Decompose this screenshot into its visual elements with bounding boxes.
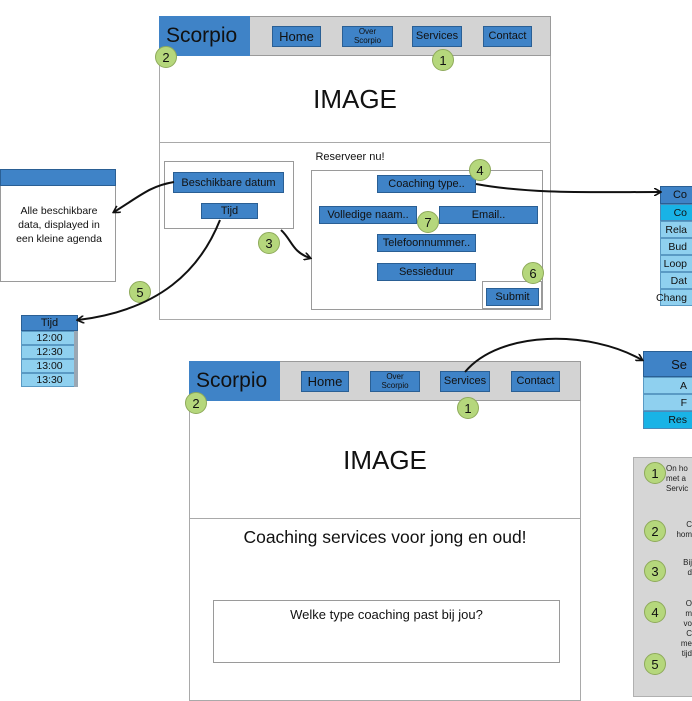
full-name-input[interactable]: Volledige naam.. (319, 206, 417, 224)
note-marker-3: 3 (644, 560, 666, 582)
marker-6: 6 (522, 262, 544, 284)
marker-3: 3 (258, 232, 280, 254)
nav-over-line1: Over (386, 372, 404, 382)
coaching-option[interactable]: Loop (660, 255, 692, 272)
wireframe-2-image-placeholder: IMAGE (190, 402, 580, 519)
time-option[interactable]: 12:30 (21, 345, 78, 359)
note-line: met a (666, 474, 687, 483)
time-list-header: Tijd (21, 315, 78, 331)
nav-over-line2: Scorpio (353, 35, 382, 45)
note-line: m (685, 609, 692, 618)
time-option[interactable]: 13:30 (21, 373, 78, 387)
services-option[interactable]: Res (643, 411, 692, 429)
coaching-question-box (213, 600, 560, 663)
arrow-time-to-list (78, 219, 221, 320)
marker-7: 7 (417, 211, 439, 233)
wireframe-2-nav-contact[interactable]: Contact (511, 371, 560, 392)
note-2-text: C hom (672, 520, 692, 540)
note-line: vo (683, 619, 692, 628)
services-option[interactable]: A (643, 377, 692, 394)
wf2-marker-2: 2 (185, 392, 207, 414)
arrow-date-to-calendar (114, 181, 175, 212)
time-button[interactable]: Tijd (201, 203, 258, 219)
note-line: me (680, 639, 692, 648)
note-3-text: Bij d (676, 558, 692, 578)
coaching-question: Welke type coaching past bij jou? (290, 607, 483, 622)
wireframe-1-logo[interactable]: Scorpio (159, 16, 250, 56)
wf2-marker-1: 1 (457, 397, 479, 419)
email-input[interactable]: Email.. (439, 206, 538, 224)
wireframe-1-nav-home[interactable]: Home (272, 26, 321, 47)
wireframe-1-nav-services[interactable]: Services (412, 26, 462, 47)
note-marker-1: 1 (644, 462, 666, 484)
note-line: d (687, 568, 692, 577)
calendar-popup-text: Alle beschikbare data, displayed in een … (16, 205, 102, 246)
wireframe-1-nav-contact[interactable]: Contact (483, 26, 532, 47)
note-line: C (686, 629, 692, 638)
wireframe-1-image-placeholder: IMAGE (160, 57, 550, 143)
coaching-dropdown-header: Co (660, 186, 692, 204)
coaching-option[interactable]: Dat (660, 272, 692, 289)
reserve-title: Reserveer nu! (315, 151, 385, 163)
wireframe-2-headline: Coaching services voor jong en oud! (243, 527, 527, 547)
services-option[interactable]: F (643, 394, 692, 411)
note-marker-2: 2 (644, 520, 666, 542)
wireframe-2-logo[interactable]: Scorpio (189, 361, 280, 401)
note-line: Servic (666, 484, 689, 493)
marker-1: 1 (432, 49, 454, 71)
date-button[interactable]: Beschikbare datum (173, 172, 284, 193)
phone-input[interactable]: Telefoonnummer.. (377, 234, 476, 252)
note-line: On ho (666, 464, 688, 473)
wireframe-2-nav-over-scorpio[interactable]: Over Scorpio (370, 371, 420, 392)
coaching-type-select[interactable]: Coaching type.. (377, 175, 476, 193)
coaching-option[interactable]: Bud (660, 238, 692, 255)
session-duration-select[interactable]: Sessieduur (377, 263, 476, 281)
time-option[interactable]: 13:00 (21, 359, 78, 373)
wireframe-1-nav-over-scorpio[interactable]: Over Scorpio (342, 26, 393, 47)
coaching-option[interactable]: Rela (660, 221, 692, 238)
note-1-text: On ho met a Servic (666, 464, 688, 494)
note-line: O (685, 599, 692, 608)
time-option[interactable]: 12:00 (21, 331, 78, 345)
nav-over-line2: Scorpio (381, 380, 409, 390)
services-dropdown-header: Se (643, 351, 692, 377)
marker-2: 2 (155, 46, 177, 68)
note-4-text: O m vo C me tijd (672, 599, 692, 659)
note-line: tijd (681, 649, 692, 658)
nav-over-line1: Over (358, 27, 377, 37)
submit-button[interactable]: Submit (486, 288, 539, 306)
arrow-services-to-dropdown (464, 337, 642, 373)
time-list-scrollbar[interactable] (74, 331, 78, 387)
marker-4: 4 (469, 159, 491, 181)
note-line: Bij (683, 558, 692, 567)
note-line: hom (676, 530, 692, 539)
calendar-popup (0, 169, 116, 282)
calendar-popup-header (0, 169, 116, 186)
note-line: C (686, 520, 692, 529)
coaching-option[interactable]: Chang (656, 289, 692, 306)
wireframe-2-nav-home[interactable]: Home (301, 371, 349, 392)
note-marker-5: 5 (644, 653, 666, 675)
arrow-to-form (280, 229, 310, 258)
marker-5: 5 (129, 281, 151, 303)
arrow-coaching-to-dropdown (475, 183, 660, 192)
coaching-option[interactable]: Co (660, 204, 692, 221)
note-marker-4: 4 (644, 601, 666, 623)
